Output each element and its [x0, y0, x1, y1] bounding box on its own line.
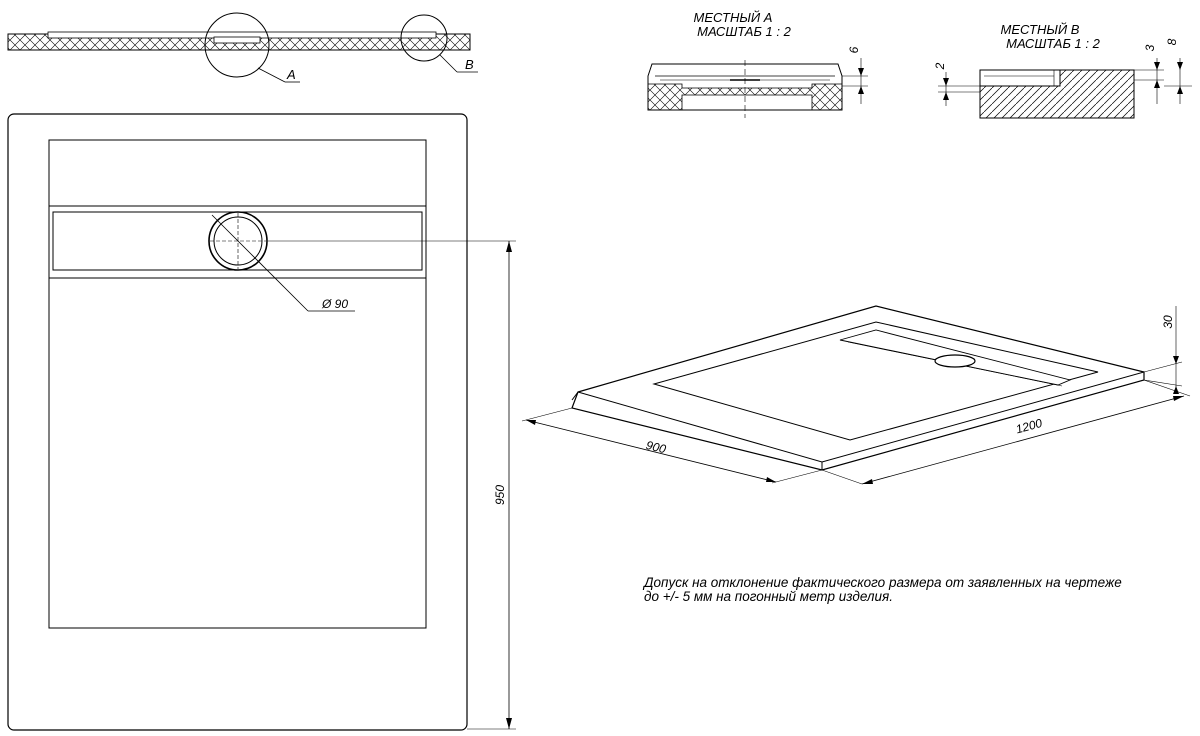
- detail-a-scale: МАСШТАБ 1 : 2: [697, 24, 791, 39]
- iso-length-label: 1200: [1014, 416, 1044, 437]
- side-section-view: A B: [7, 12, 478, 83]
- iso-drain: [934, 354, 976, 368]
- detail-b-scale: МАСШТАБ 1 : 2: [1006, 36, 1100, 51]
- detail-b-circle: [400, 14, 448, 62]
- plan-view: Ø 90 950: [7, 113, 516, 731]
- callout-b-label: B: [465, 57, 474, 72]
- detail-b-dim-left: 2: [933, 62, 947, 70]
- callout-a-label: A: [286, 67, 296, 82]
- tolerance-note: Допуск на отклонение фактического размер…: [644, 575, 1122, 604]
- isometric-view: 900 1200 30: [521, 305, 1191, 485]
- iso-basin: [652, 321, 1099, 441]
- detail-a-dim: 6: [847, 46, 861, 53]
- drain-diameter-label: Ø 90: [321, 297, 348, 311]
- detail-a-title: МЕСТНЫЙ А: [694, 9, 773, 25]
- detail-a-circle: [204, 12, 270, 78]
- detail-b-dim-mid: 3: [1143, 44, 1157, 51]
- detail-b-title: МЕСТНЫЙ В: [1001, 21, 1080, 37]
- detail-a-section: МЕСТНЫЙ А МАСШТАБ 1 : 2 6: [647, 9, 868, 118]
- detail-b-section: МЕСТНЫЙ В МАСШТАБ 1 : 2 2 3 8: [933, 21, 1192, 119]
- detail-b-dim-right: 8: [1165, 38, 1179, 45]
- iso-height-label: 30: [1161, 315, 1175, 329]
- length-dimension-label: 950: [493, 485, 507, 505]
- iso-width-label: 900: [645, 438, 668, 457]
